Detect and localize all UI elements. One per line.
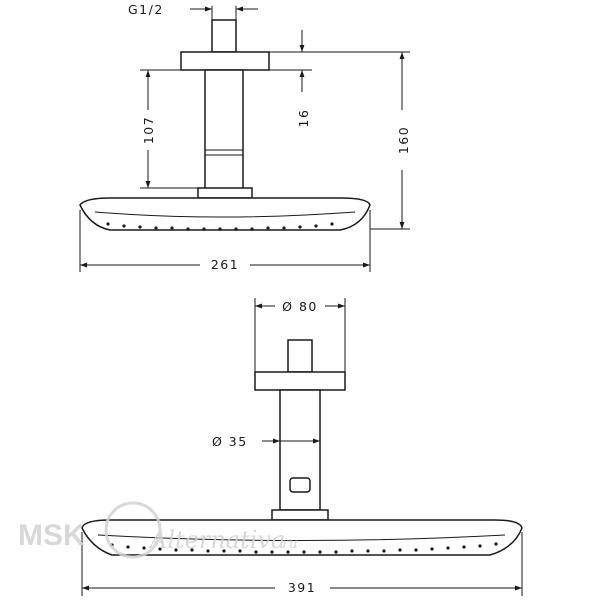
pipe-screw-slot [289, 477, 311, 493]
mount-height-label: 107 [141, 116, 156, 144]
front-view: Ø 80 Ø 35 391 [81, 298, 523, 596]
watermark-brand: MSK [18, 519, 85, 552]
thread-stub [211, 19, 237, 53]
watermark-ring [104, 501, 162, 559]
rose-thickness-label: 16 [296, 109, 311, 128]
thread-stub-front [287, 339, 313, 373]
dim-pipe-diameter: Ø 35 [212, 434, 320, 449]
flange-diameter-label: Ø 80 [282, 299, 318, 314]
thread-label: G1/2 [128, 2, 164, 17]
dim-front-width: 391 [81, 532, 523, 596]
rose-inner-line [94, 211, 356, 218]
dim-rose-thickness: 16 [269, 30, 312, 127]
ceiling-flange-front [254, 371, 346, 391]
front-width-label: 391 [288, 580, 316, 595]
shower-rose-front [81, 519, 523, 556]
rose-inner-line-front [97, 534, 506, 541]
pipe-nut [197, 187, 253, 199]
total-height-label: 160 [396, 126, 411, 154]
dim-total-height: 160 [269, 51, 411, 230]
watermark-suffix: ru [282, 536, 298, 552]
nozzles-side [106, 222, 334, 231]
side-width-label: 261 [211, 257, 239, 272]
pipe-diameter-label: Ø 35 [212, 434, 248, 449]
dim-flange-diameter: Ø 80 [254, 298, 346, 372]
watermark: MSK Alternativa ru [18, 501, 298, 559]
dim-mount-height: 107 [140, 69, 205, 189]
dim-side-width: 261 [79, 210, 371, 272]
side-view: G1/2 16 107 160 [79, 2, 411, 272]
ceiling-pipe [204, 69, 244, 191]
pipe-nut-front [271, 509, 329, 521]
shower-rose-side [79, 197, 371, 231]
dim-thread: G1/2 [128, 2, 258, 20]
ceiling-flange [180, 51, 270, 71]
watermark-script: Alternativa [148, 526, 285, 554]
